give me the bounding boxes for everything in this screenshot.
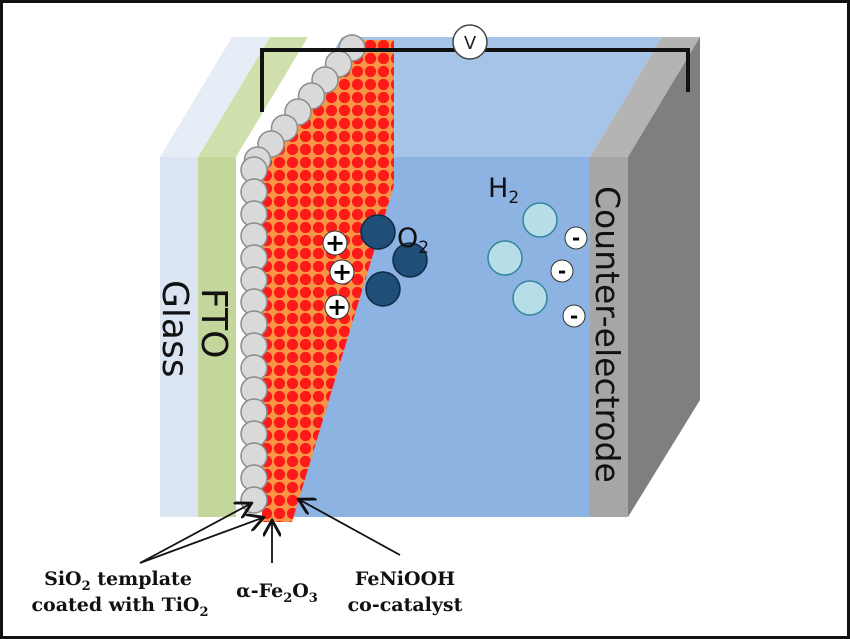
o2-molecule xyxy=(360,214,428,307)
hematite-cocatalyst-layer xyxy=(262,40,394,522)
sio2-spheres xyxy=(240,34,366,514)
cocatalyst-label-line1: FeNiOOH xyxy=(355,568,455,590)
annotation-arrows xyxy=(139,500,401,564)
counter-electrode xyxy=(590,37,700,517)
holes: + + + xyxy=(322,229,355,321)
sio2-sphere xyxy=(240,486,268,514)
external-circuit: V xyxy=(260,24,690,112)
o2-label: O2 xyxy=(397,223,429,258)
glass-label: Glass xyxy=(154,280,195,377)
voltmeter-label: V xyxy=(464,33,477,54)
counter-electrode-label: Counter-electrode xyxy=(588,186,627,483)
hole-1: + xyxy=(325,229,345,257)
electron-3: - xyxy=(570,304,578,328)
hematite-label: α-Fe2O3 xyxy=(236,580,318,606)
electron-1: - xyxy=(572,226,580,250)
hole-2: + xyxy=(332,258,352,286)
sio2-label-line1: SiO2 template xyxy=(44,568,192,594)
cocatalyst-label-line2: co-catalyst xyxy=(348,594,463,616)
sio2-label-line2: coated with TiO2 xyxy=(31,594,208,620)
h2-label: H2 xyxy=(488,173,519,208)
glass-layer xyxy=(160,37,270,517)
hole-3: + xyxy=(327,293,347,321)
fto-label: FTO xyxy=(193,288,234,358)
voltmeter xyxy=(452,24,488,60)
h2-molecules xyxy=(487,202,558,316)
electron-2: - xyxy=(558,259,566,283)
electrons: - - - xyxy=(550,226,588,328)
fto-layer xyxy=(198,37,308,517)
